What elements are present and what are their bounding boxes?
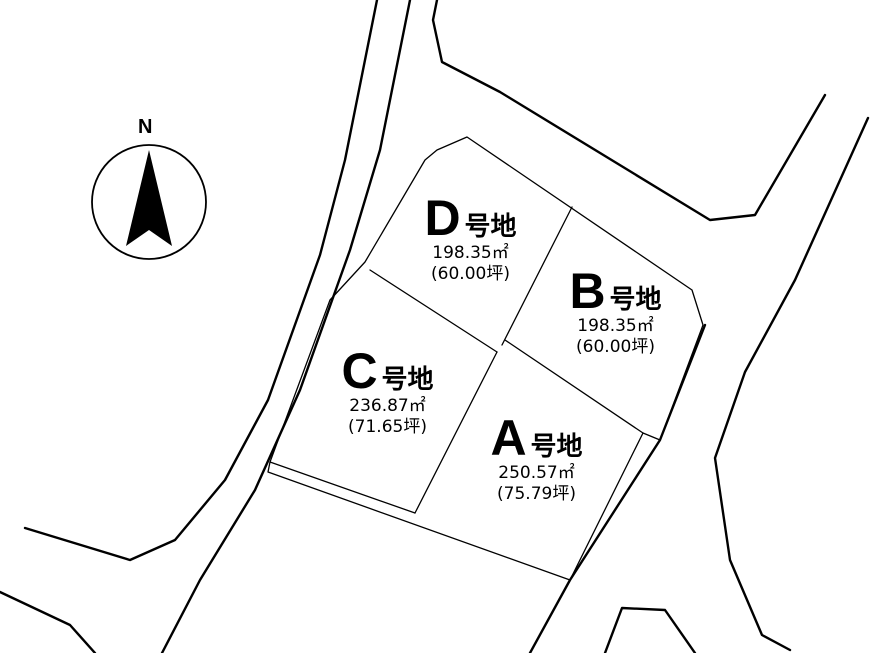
boundary-a-b	[504, 339, 644, 434]
site-outline	[267, 136, 704, 581]
lot-b-tsubo: (60.00坪)	[576, 337, 655, 357]
road-bottom-right-cap	[603, 606, 697, 653]
lot-d-label: D 号地 198.35㎡ (60.00坪)	[408, 193, 533, 285]
lot-c-heading: C 号地	[325, 346, 450, 396]
lot-b-suffix: 号地	[609, 285, 662, 315]
lot-a-label: A 号地 250.57㎡ (75.79坪)	[474, 413, 599, 505]
lot-b-area: 198.35㎡	[577, 316, 654, 336]
road-left-lower-edge	[0, 590, 97, 653]
road-center-edge	[160, 0, 412, 653]
lot-d-letter: D	[424, 190, 461, 246]
boundary-a-c	[414, 351, 498, 514]
lot-a-letter: A	[490, 410, 527, 466]
lot-a-heading: A 号地	[474, 413, 599, 463]
compass-circle	[91, 144, 207, 260]
north-arrow-icon	[126, 150, 172, 246]
boundary-d-c	[369, 269, 498, 353]
lot-a-tsubo: (75.79坪)	[497, 484, 576, 504]
lot-c-letter: C	[341, 343, 378, 399]
lot-d-suffix: 号地	[464, 212, 517, 242]
road-top-right-edge	[431, 0, 827, 222]
lot-d-tsubo: (60.00坪)	[431, 264, 510, 284]
boundary-d-b	[501, 206, 573, 346]
lot-a-area: 250.57㎡	[498, 463, 575, 483]
lot-d-heading: D 号地	[408, 193, 533, 243]
road-right-inner-edge	[713, 116, 870, 652]
road-left-upper-edge	[23, 0, 379, 562]
lot-c-tsubo: (71.65坪)	[348, 417, 427, 437]
lot-b-heading: B 号地	[553, 266, 678, 316]
lot-c-area: 236.87㎡	[349, 396, 426, 416]
north-compass	[91, 144, 207, 260]
road-bottom-edge	[528, 323, 707, 653]
lot-d-area: 198.35㎡	[432, 243, 509, 263]
lot-c-label: C 号地 236.87㎡ (71.65坪)	[325, 346, 450, 438]
lot-a-suffix: 号地	[530, 432, 583, 462]
lot-c-suffix: 号地	[381, 365, 434, 395]
compass-north-label: N	[138, 116, 153, 138]
lot-b-label: B 号地 198.35㎡ (60.00坪)	[553, 266, 678, 358]
boundary-c-strip	[269, 461, 416, 514]
lot-b-letter: B	[569, 263, 606, 319]
